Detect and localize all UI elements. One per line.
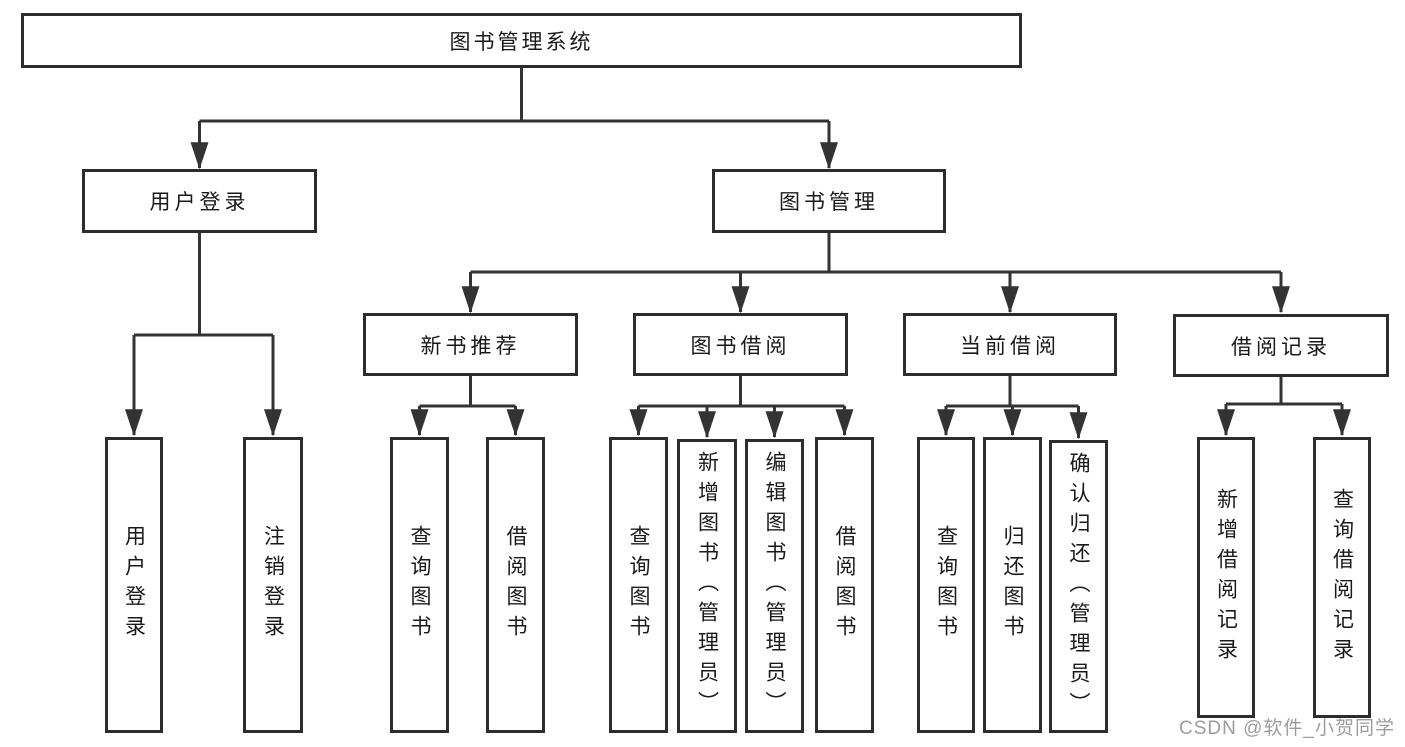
connector-records-children	[1217, 377, 1351, 437]
node-leaf-records-add-record: 新增借阅记录	[1197, 437, 1255, 718]
connector-user-login-children	[125, 233, 282, 437]
node-borrow-records: 借阅记录	[1173, 314, 1389, 377]
node-book-management: 图书管理	[712, 169, 946, 233]
node-leaf-borrow-add-books-admin: 新增图书（管理员）	[677, 439, 737, 733]
node-leaf-records-query-record: 查询借阅记录	[1313, 437, 1371, 718]
connector-recommend-children	[410, 376, 525, 437]
watermark: CSDN @软件_小贺同学	[1179, 718, 1395, 739]
node-leaf-recommend-query-books: 查询图书	[390, 437, 449, 733]
node-leaf-current-query-books: 查询图书	[917, 437, 975, 733]
node-book-borrow: 图书借阅	[633, 313, 848, 376]
node-leaf-user-login: 用户登录	[105, 437, 163, 733]
node-user-login: 用户登录	[82, 169, 317, 233]
node-leaf-logout: 注销登录	[243, 437, 303, 733]
node-current-borrow: 当前借阅	[903, 313, 1117, 376]
node-new-book-recommend: 新书推荐	[363, 313, 578, 376]
node-leaf-borrow-borrow-books: 借阅图书	[815, 437, 874, 733]
node-root-system: 图书管理系统	[21, 13, 1022, 68]
connector-root-to-level2	[190, 68, 838, 170]
node-leaf-borrow-edit-books-admin: 编辑图书（管理员）	[745, 439, 804, 733]
node-leaf-current-confirm-return-admin: 确认归还（管理员）	[1049, 440, 1108, 733]
connector-book-mgmt-to-level3	[461, 233, 1290, 314]
node-leaf-borrow-query-books: 查询图书	[609, 437, 668, 733]
node-leaf-current-return-books: 归还图书	[983, 437, 1042, 733]
node-leaf-recommend-borrow-books: 借阅图书	[486, 437, 545, 733]
connector-borrow-children	[629, 376, 854, 439]
connector-current-children	[937, 376, 1088, 440]
